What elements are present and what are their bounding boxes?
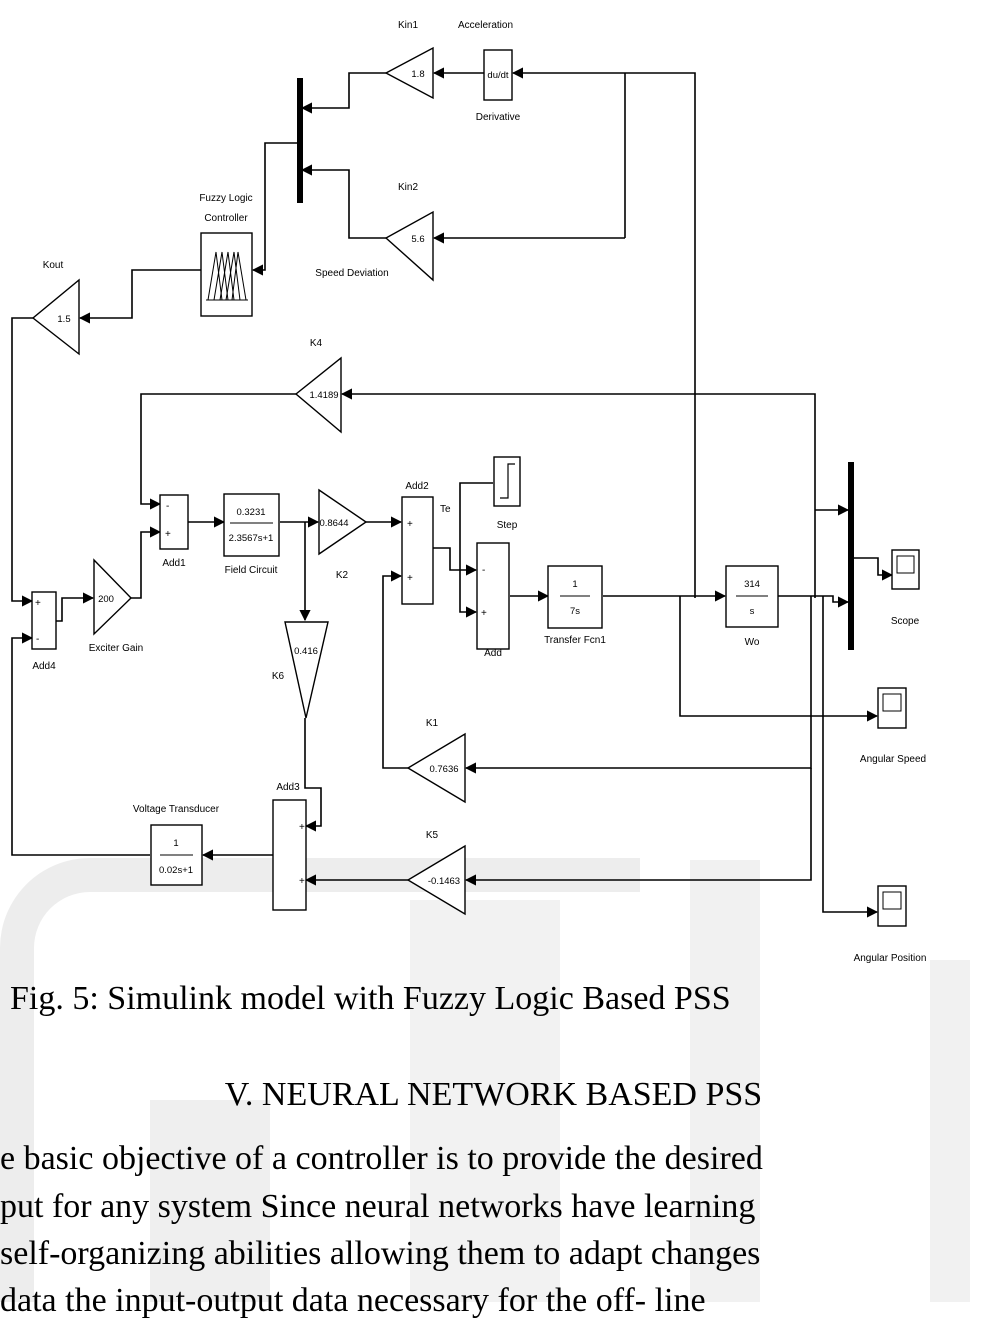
- kout-gain-block[interactable]: 1.5: [31, 278, 80, 356]
- te-label: Te: [440, 504, 451, 515]
- fuzzy-logic-controller-block[interactable]: [200, 232, 253, 317]
- body-line-3: self-organizing abilities allowing them …: [0, 1235, 761, 1272]
- mux2-bar[interactable]: [848, 462, 854, 650]
- exciter-gain-block[interactable]: 200: [93, 558, 132, 636]
- k2-gain-block[interactable]: 0.8644: [318, 488, 368, 556]
- add4-block[interactable]: + -: [31, 591, 57, 650]
- wo-numerator: 314: [744, 579, 760, 590]
- k1-gain-block[interactable]: 0.7636: [406, 732, 466, 804]
- wo-label: Wo: [745, 637, 760, 648]
- voltage-transducer-numerator: 1: [173, 838, 178, 849]
- angular-speed-label: Angular Speed: [860, 754, 926, 765]
- kin2-label: Kin2: [398, 182, 418, 193]
- add-sign-minus: -: [482, 565, 485, 576]
- k4-label: K4: [310, 338, 323, 349]
- scope-block[interactable]: [891, 549, 920, 590]
- add4-label: Add4: [32, 661, 56, 672]
- derivative-label: Derivative: [476, 112, 521, 123]
- step-block[interactable]: [493, 456, 521, 507]
- transfer-fcn1-denominator: 7s: [570, 606, 580, 617]
- add2-block[interactable]: + +: [401, 496, 434, 605]
- simulink-diagram: 1.8 Kin1 Acceleration du/dt Derivative 5…: [11, 20, 927, 964]
- flc-label-line1: Fuzzy Logic: [199, 193, 252, 204]
- membership-functions-icon: [206, 251, 248, 301]
- voltage-transducer-block[interactable]: 1 0.02s+1: [150, 824, 203, 886]
- k4-gain-value: 1.4189: [309, 390, 338, 401]
- add2-sign-plus-1: +: [407, 519, 413, 530]
- add3-sign-plus-1: +: [299, 822, 305, 833]
- add1-sign-plus: +: [165, 529, 171, 540]
- add1-label: Add1: [162, 558, 186, 569]
- wo-denominator: s: [750, 606, 755, 617]
- add3-block[interactable]: + +: [272, 799, 307, 911]
- angular-position-label: Angular Position: [854, 953, 927, 964]
- mux-bar[interactable]: [297, 78, 303, 203]
- exciter-gain-value: 200: [98, 594, 114, 605]
- add4-sign-minus: -: [36, 634, 39, 645]
- flc-label-line2: Controller: [204, 213, 248, 224]
- k6-label: K6: [272, 671, 285, 682]
- k2-label: K2: [336, 570, 349, 581]
- k1-gain-value: 0.7636: [429, 764, 458, 775]
- kin2-gain-block[interactable]: 5.6: [384, 210, 434, 282]
- add3-label: Add3: [276, 782, 300, 793]
- field-circuit-denominator: 2.3567s+1: [229, 533, 274, 544]
- figure-caption: Fig. 5: Simulink model with Fuzzy Logic …: [10, 980, 731, 1017]
- signal-lines: [11, 67, 894, 918]
- k4-gain-block[interactable]: 1.4189: [294, 356, 342, 434]
- k5-gain-block[interactable]: -0.1463: [406, 844, 466, 916]
- k6-gain-value: 0.416: [294, 646, 318, 657]
- acceleration-label: Acceleration: [458, 20, 513, 31]
- k5-gain-value: -0.1463: [428, 876, 460, 887]
- add-label: Add: [484, 648, 502, 659]
- add2-label: Add2: [405, 481, 429, 492]
- field-circuit-numerator: 0.3231: [236, 507, 265, 518]
- voltage-transducer-denominator: 0.02s+1: [159, 865, 193, 876]
- transfer-fcn1-block[interactable]: 1 7s: [547, 565, 603, 629]
- exciter-gain-label: Exciter Gain: [89, 643, 143, 654]
- add4-sign-plus: +: [35, 598, 41, 609]
- voltage-transducer-label: Voltage Transducer: [133, 804, 220, 815]
- add3-sign-plus-2: +: [299, 876, 305, 887]
- kin1-label: Kin1: [398, 20, 418, 31]
- transfer-fcn1-numerator: 1: [572, 579, 577, 590]
- speed-deviation-label: Speed Deviation: [315, 268, 388, 279]
- add1-block[interactable]: - +: [159, 494, 189, 550]
- step-label: Step: [497, 520, 518, 531]
- scope-label: Scope: [891, 616, 920, 627]
- transfer-fcn1-label: Transfer Fcn1: [544, 635, 606, 646]
- add2-sign-plus-2: +: [407, 573, 413, 584]
- derivative-symbol: du/dt: [487, 70, 508, 81]
- add-sign-plus: +: [481, 608, 487, 619]
- angular-speed-scope-block[interactable]: [877, 687, 907, 729]
- field-circuit-block[interactable]: 0.3231 2.3567s+1: [223, 493, 280, 557]
- kin1-gain-value: 1.8: [411, 69, 424, 80]
- body-line-2: put for any system Since neural networks…: [0, 1188, 756, 1225]
- wo-block[interactable]: 314 s: [725, 565, 779, 628]
- derivative-block[interactable]: du/dt: [483, 49, 513, 101]
- section-heading: V. NEURAL NETWORK BASED PSS: [224, 1076, 763, 1113]
- add-block[interactable]: - +: [476, 542, 510, 650]
- body-line-4: data the input-output data necessary for…: [0, 1282, 706, 1319]
- k2-gain-value: 0.8644: [319, 518, 348, 529]
- k6-gain-block[interactable]: 0.416: [284, 621, 329, 719]
- add1-sign-minus: -: [166, 501, 169, 512]
- kin1-gain-block[interactable]: 1.8: [384, 46, 434, 100]
- k5-label: K5: [426, 830, 439, 841]
- kin2-gain-value: 5.6: [411, 234, 424, 245]
- watermark-bar-far-right: [930, 960, 970, 1302]
- body-line-1: e basic objective of a controller is to …: [0, 1140, 763, 1177]
- k1-label: K1: [426, 718, 439, 729]
- kout-label: Kout: [43, 260, 64, 271]
- angular-position-scope-block[interactable]: [877, 885, 907, 927]
- field-circuit-label: Field Circuit: [225, 565, 278, 576]
- kout-gain-value: 1.5: [57, 314, 70, 325]
